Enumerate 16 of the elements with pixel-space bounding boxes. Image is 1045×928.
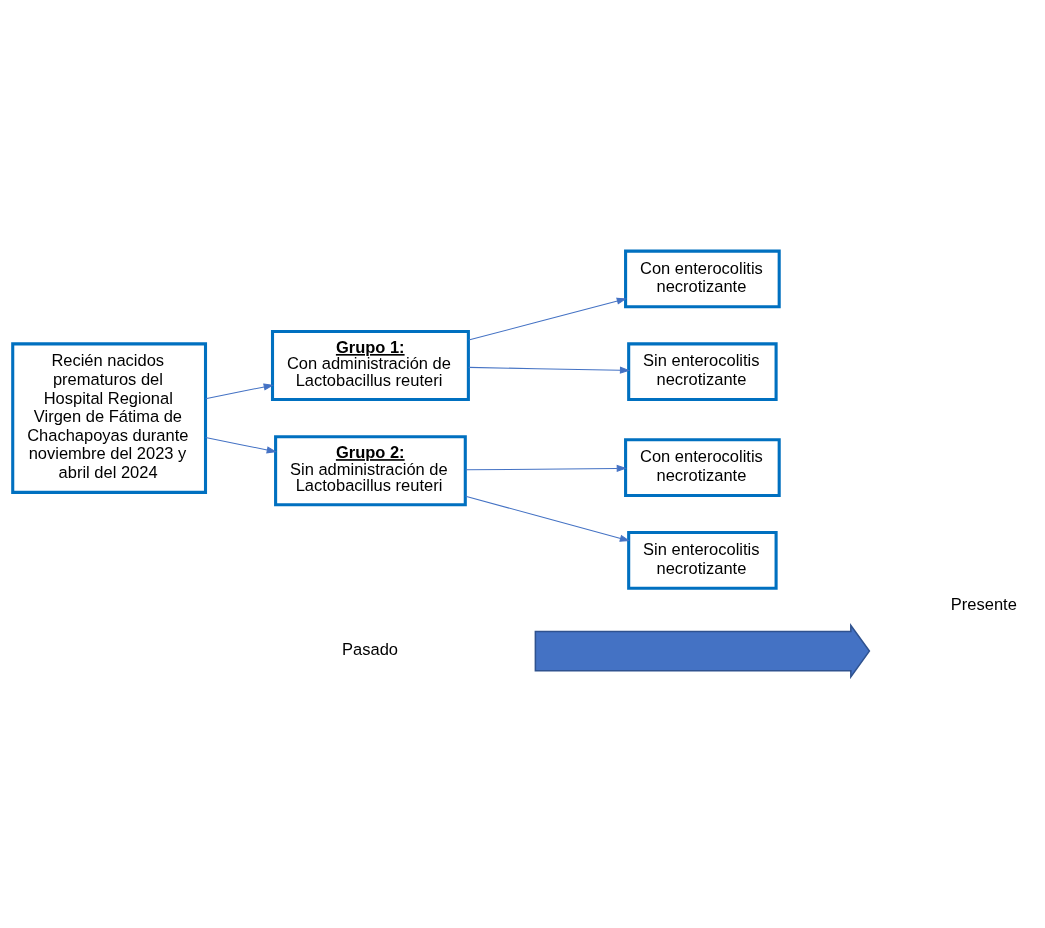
- node-box: Grupo 2: Sin administración de Lactobacillus reuteri: [274, 435, 467, 507]
- label: Pasado: [342, 640, 399, 659]
- label: Presente: [950, 594, 1017, 613]
- arrow: [205, 436, 277, 454]
- arrow: [468, 297, 628, 341]
- arrow: [465, 464, 627, 473]
- node-box: Sin enterocolitis necrotizante: [627, 531, 778, 590]
- arrow: [465, 495, 631, 542]
- node-arrow: [534, 622, 871, 680]
- node-box: Con enterocolitis necrotizante: [624, 249, 781, 309]
- node-box: Grupo 1: Con administración de Lactobacillus reuteri: [270, 330, 470, 402]
- arrow: [468, 366, 631, 374]
- node-box: Sin enterocolitis necrotizante: [627, 342, 778, 402]
- arrow: [205, 383, 274, 400]
- node-box: Recién nacidos prematuros del Hospital Regional Virgen de Fátima de Chachapoyas durante noviembre del 2023 y abril del 2024: [11, 342, 208, 494]
- node-box: Con enterocolitis necrotizante: [624, 438, 781, 497]
